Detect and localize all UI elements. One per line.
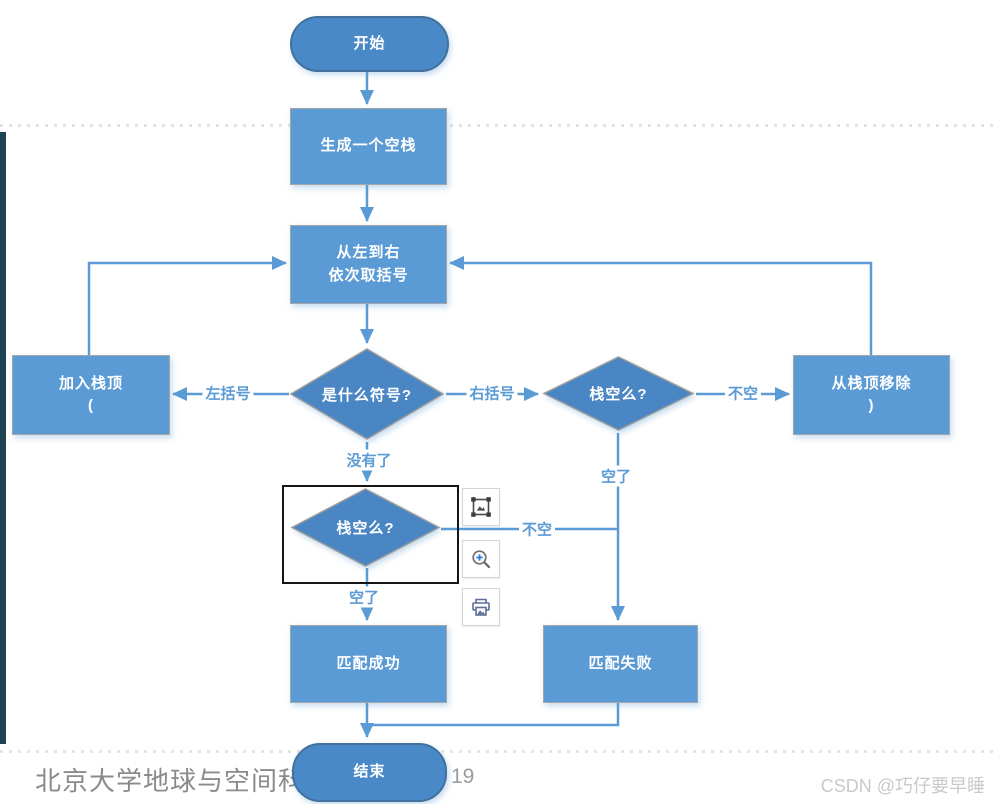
node-label: 栈空么? <box>336 520 395 537</box>
edge-label-empty-right: 空了 <box>597 465 635 487</box>
page-number: 19 <box>451 765 475 788</box>
edge-push-scan-loop <box>87 256 287 355</box>
flow-node-start: 开始 <box>290 16 449 72</box>
flow-node-stack-empty-right: 栈空么? <box>542 355 695 432</box>
edge-pop-scan-loop <box>449 256 873 355</box>
node-label: 开始 <box>353 34 386 52</box>
flow-node-create-stack: 生成一个空栈 <box>290 108 447 185</box>
diamond-shape <box>542 356 695 431</box>
selection-box[interactable] <box>282 485 459 584</box>
print-button[interactable] <box>462 588 500 626</box>
left-edge-strip <box>0 132 6 744</box>
node-label-line1: 从左到右 <box>336 244 401 261</box>
flow-node-stack-empty-mid: 栈空么? <box>290 487 441 568</box>
flow-node-push-top: 加入栈顶 ( <box>12 355 170 435</box>
image-select-icon <box>471 497 491 517</box>
diamond-shape <box>290 488 441 567</box>
node-label: 结束 <box>353 763 386 781</box>
node-label: 匹配失败 <box>588 654 653 672</box>
edge-label-no-more: 没有了 <box>343 449 395 471</box>
edge-fail-end <box>368 701 620 727</box>
edge-label-left-bracket: 左括号 <box>202 382 254 404</box>
image-select-button[interactable] <box>462 488 500 526</box>
flow-node-match-success: 匹配成功 <box>290 625 447 703</box>
slide-boundary-dotted-bottom <box>0 750 995 753</box>
node-label: 是什么符号? <box>321 386 413 404</box>
node-label: 匹配成功 <box>336 654 401 672</box>
slide-boundary-dotted-top <box>0 124 995 127</box>
edge-label-not-empty-mid: 不空 <box>518 518 556 540</box>
node-label-line1: 加入栈顶 <box>58 374 123 392</box>
edge-label-empty-mid: 空了 <box>345 586 383 608</box>
edge-label-not-empty-top: 不空 <box>724 382 762 404</box>
flow-node-pop-top: 从栈顶移除 ) <box>793 355 950 435</box>
zoom-in-button[interactable] <box>462 540 500 578</box>
node-label: 生成一个空栈 <box>320 137 417 155</box>
footer-affiliation: 北京大学地球与空间科学 <box>35 767 333 797</box>
print-icon <box>472 598 490 616</box>
flow-node-end: 结束 <box>292 743 447 802</box>
node-label-line2: ) <box>868 397 875 414</box>
flow-node-what-symbol: 是什么符号? <box>289 347 445 441</box>
flow-node-match-fail: 匹配失败 <box>543 625 698 703</box>
node-label-line1: 从栈顶移除 <box>831 374 912 392</box>
node-label-line2: 依次取括号 <box>328 266 409 284</box>
flow-node-scan-brackets: 从左到右 依次取括号 <box>290 225 447 304</box>
zoom-in-icon <box>472 550 491 569</box>
edge-label-right-bracket: 右括号 <box>466 382 518 404</box>
node-label-line2: ( <box>88 397 94 414</box>
diamond-shape <box>289 348 445 440</box>
node-label: 栈空么? <box>589 386 648 403</box>
watermark: CSDN @巧仔要早睡 <box>820 776 985 796</box>
